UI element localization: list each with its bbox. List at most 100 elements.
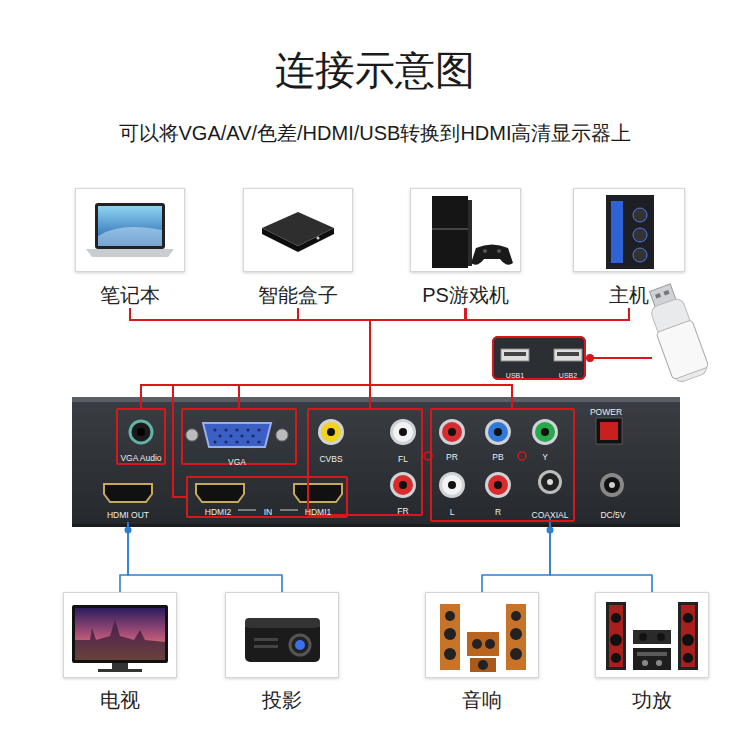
port-label: POWER (590, 407, 622, 417)
port-label: L (450, 507, 455, 517)
label-holder: 音响 (462, 689, 502, 711)
picture-frame (225, 592, 339, 678)
input-wire (130, 308, 512, 408)
amplifier-picture (606, 602, 698, 670)
port-label: USB2 (559, 372, 577, 379)
subtitle-holder: 可以将VGA/AV/色差/HDMI/USB转换到HDMI高清显示器上 (119, 122, 632, 144)
audio-device: 音响 (425, 592, 539, 715)
input-wire (130, 308, 370, 408)
device-label: 智能盒子 (258, 284, 338, 306)
input-wire (370, 308, 512, 408)
input-wire (141, 308, 466, 408)
converter-panel: POWER DC/5V VGA Audio VGA CVBS FL FR PR PB Y L R COA… (72, 397, 680, 527)
display-device: 电视 (63, 592, 177, 715)
picture-frame (425, 592, 539, 678)
leader-line (590, 357, 652, 359)
input-wire (239, 308, 466, 408)
port-label: HDMI OUT (107, 510, 149, 520)
console-picture (432, 196, 513, 268)
label-holder: HDMI2 (205, 501, 231, 519)
laptop-picture (86, 203, 174, 257)
port-label: COAXIAL (532, 510, 569, 520)
label-holder: PB (492, 446, 503, 464)
label-holder: USB2 (559, 364, 577, 382)
output-port: HDMI OUT (95, 478, 161, 522)
label-holder: 电视 (100, 689, 140, 711)
tv-picture (72, 605, 168, 672)
port-label: DC/5V (600, 510, 625, 520)
port-label: Y (542, 452, 548, 462)
device-label: PS游戏机 (422, 284, 509, 306)
port-label: USB1 (506, 372, 524, 379)
port-label: R (495, 507, 501, 517)
label-holder: HDMI OUT (107, 504, 149, 522)
usb-port-group: USB1 USB2 (492, 336, 586, 380)
display-device: 投影 (225, 592, 339, 715)
output-port: COAXIAL (526, 468, 574, 518)
input-wire (370, 308, 629, 408)
output-wire (128, 522, 282, 592)
leader-dot (586, 354, 594, 362)
input-wire (298, 308, 512, 408)
tv-box-picture (262, 212, 334, 252)
label-holder: POWER (590, 401, 622, 419)
label-holder: IN (264, 501, 273, 519)
label-holder: VGA (228, 451, 246, 469)
source-device: 智能盒子 (243, 188, 353, 308)
label-holder: COAXIAL (532, 504, 569, 522)
label-holder: PR (446, 446, 458, 464)
picture-frame (573, 188, 685, 272)
input-port-group: CVBS FL FR (307, 408, 423, 516)
port-label: VGA Audio (120, 453, 161, 463)
label-holder: VGA Audio (120, 447, 161, 465)
port-label: CVBS (319, 454, 342, 464)
picture-frame (595, 592, 709, 678)
input-wire (239, 308, 629, 408)
speaker-picture (440, 604, 526, 672)
input-wire (239, 308, 370, 408)
label-holder: L (450, 501, 455, 519)
audio-device: 功放 (595, 592, 709, 715)
label-holder: Y (542, 446, 548, 464)
label-holder: PS游戏机 (422, 284, 509, 306)
port-label: IN (264, 507, 273, 517)
picture-frame (75, 188, 185, 272)
port-label: PR (446, 452, 458, 462)
input-port-group: HDMI2 IN HDMI1 (186, 476, 348, 518)
source-device: 笔记本 (75, 188, 185, 308)
input-port-group: PR PB Y L R COAXIAL (430, 408, 575, 522)
label-holder: 功放 (632, 689, 672, 711)
label-holder: FL (398, 448, 408, 466)
input-wire (130, 308, 370, 497)
device-label: 音响 (462, 689, 502, 711)
label-holder: 笔记本 (100, 284, 160, 306)
port-label: VGA (228, 457, 246, 467)
usb-drive-picture (642, 281, 711, 384)
input-wire (130, 308, 370, 408)
port-label: HDMI1 (305, 507, 331, 517)
output-wire (550, 518, 652, 592)
usb-port-picture (492, 336, 586, 380)
port-label: HDMI2 (205, 507, 231, 517)
picture-frame (63, 592, 177, 678)
device-label: 电视 (100, 689, 140, 711)
input-wire (141, 308, 629, 408)
converter-housing (72, 397, 680, 527)
input-wire (130, 308, 370, 408)
input-wire (298, 308, 370, 408)
input-wire (370, 308, 629, 408)
label-holder: 智能盒子 (258, 284, 338, 306)
input-port-group: VGA Audio (116, 408, 166, 465)
label-holder: FR (397, 500, 408, 518)
device-label: 投影 (262, 689, 302, 711)
projector-picture (245, 618, 320, 662)
label-holder: CVBS (319, 448, 342, 466)
label-holder: 投影 (262, 689, 302, 711)
input-port-group: VGA (181, 408, 297, 465)
pc-tower-picture (606, 195, 654, 269)
output-wire (482, 518, 550, 592)
label-holder: USB1 (506, 364, 524, 382)
picture-frame (410, 188, 521, 272)
